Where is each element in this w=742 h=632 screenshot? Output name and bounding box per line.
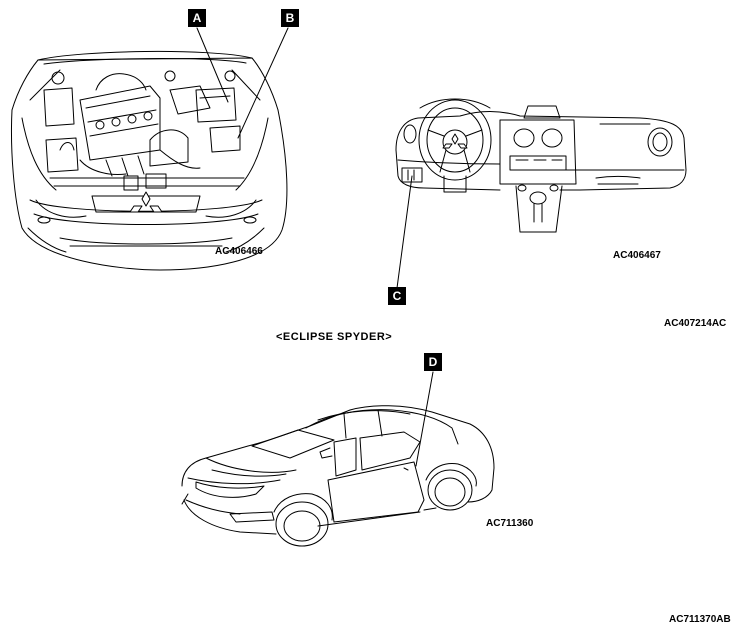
mitsubishi-logo-icon <box>129 191 163 213</box>
mitsubishi-logo-icon <box>442 133 468 149</box>
figure-code-engine: AC406466 <box>215 246 263 257</box>
model-heading: <ECLIPSE SPYDER> <box>276 331 393 343</box>
vehicle-illustration <box>181 405 495 547</box>
callout-b: B <box>281 9 299 27</box>
figure-code-vehicle: AC711360 <box>486 518 534 529</box>
callout-a: A <box>188 9 206 27</box>
dashboard-illustration <box>395 98 687 233</box>
callout-b-leader <box>237 27 289 139</box>
callout-d: D <box>424 353 442 371</box>
callout-d-leader <box>415 371 434 467</box>
engine-bay-illustration <box>10 50 288 271</box>
callout-a-leader <box>196 27 229 103</box>
callout-c: C <box>388 287 406 305</box>
figure-code-dashboard: AC406467 <box>613 250 661 261</box>
figure-code-overall: AC711370AB <box>669 614 731 625</box>
figure-code-group-top: AC407214AC <box>664 318 727 329</box>
callout-c-leader <box>396 175 413 289</box>
